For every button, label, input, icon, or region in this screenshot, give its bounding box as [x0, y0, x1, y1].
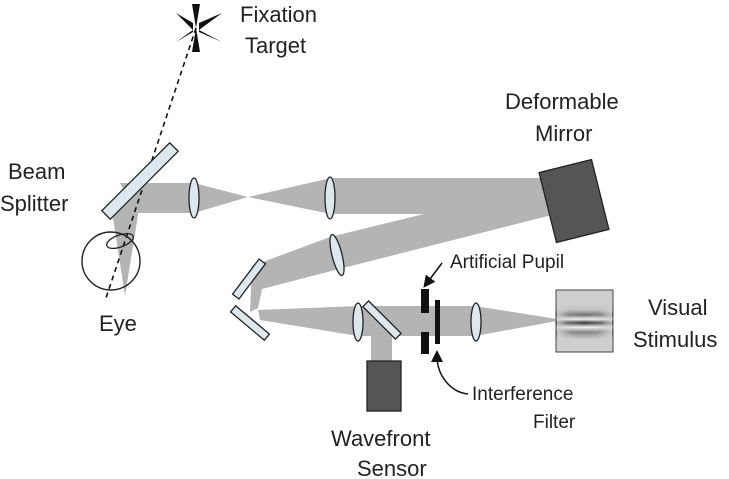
wavefront-sensor-label-2: Sensor — [357, 456, 427, 479]
artificial-pupil-top — [421, 289, 429, 313]
wavefront-sensor-label-1: Wavefront — [331, 426, 430, 451]
lens-5 — [470, 302, 482, 342]
interference-filter-plate — [435, 300, 440, 344]
deformable-mirror: Deformable Mirror — [505, 89, 619, 244]
fixation-line — [105, 27, 197, 299]
fixation-target-label-2: Target — [245, 33, 306, 58]
lens-1 — [188, 177, 200, 219]
interference-filter-label-2: Filter — [533, 412, 576, 433]
deformable-mirror-label-1: Deformable — [505, 89, 619, 114]
fixation-target: Fixation Target — [176, 2, 317, 58]
visual-stimulus: Visual Stimulus — [555, 289, 717, 353]
eye: Eye — [81, 231, 141, 336]
artificial-pupil: Artificial Pupil — [421, 252, 564, 354]
beam-splitter: Beam Splitter — [0, 141, 180, 221]
light-beams — [111, 178, 560, 363]
interference-filter-arrow — [431, 350, 469, 395]
eye-lens — [106, 232, 134, 250]
fixation-target-label-1: Fixation — [240, 2, 317, 27]
beam-splitter-to-focus — [120, 183, 248, 213]
eye-label: Eye — [99, 311, 137, 336]
visual-stimulus-label-1: Visual — [648, 295, 708, 320]
interference-filter: Interference Filter — [431, 300, 576, 433]
eye-globe — [81, 231, 141, 291]
beam-fold-to-stimulus — [258, 306, 557, 336]
four-pointed-star-icon — [176, 4, 222, 52]
wavefront-sensor-body — [366, 360, 402, 412]
deformable-mirror-body — [538, 158, 610, 244]
visual-stimulus-label-2: Stimulus — [633, 327, 717, 352]
wavefront-beam-splitter — [361, 299, 403, 341]
lens-3 — [329, 233, 345, 277]
beam-splitter-label-2: Splitter — [0, 191, 68, 216]
lens-2 — [324, 176, 336, 220]
artificial-pupil-bottom — [421, 332, 429, 354]
fold-mirror-upper — [231, 258, 267, 300]
beam-to-wavefront-sensor — [371, 325, 392, 363]
artificial-pupil-arrow — [423, 262, 443, 288]
fold-mirrors — [229, 258, 271, 342]
fold-mirror-lower — [229, 304, 271, 342]
beam-splitter-plate — [100, 141, 180, 221]
interference-filter-label-1: Interference — [472, 384, 573, 405]
lenses — [188, 176, 482, 342]
deformable-mirror-label-2: Mirror — [535, 121, 592, 146]
gabor-patch-mask — [557, 291, 612, 351]
lens-4 — [352, 302, 364, 342]
beam-mirror-to-fold — [252, 183, 560, 290]
wavefront-sensor: Wavefront Sensor — [331, 360, 430, 479]
beam-eye-to-splitter — [111, 185, 142, 296]
beam-splitter-label-1: Beam — [8, 159, 65, 184]
artificial-pupil-label: Artificial Pupil — [450, 252, 564, 273]
